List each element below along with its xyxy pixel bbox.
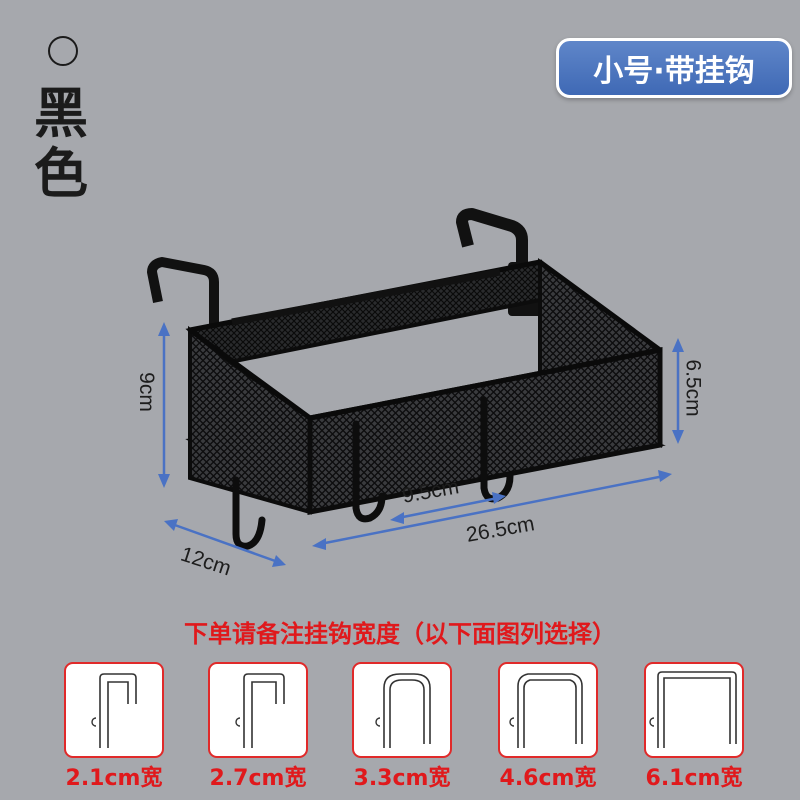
dimension-label-height-left: 9cm — [134, 372, 158, 412]
color-swatch-circle-icon[interactable] — [48, 36, 78, 66]
hook-option-image — [208, 662, 308, 758]
hook-option-label: 3.3cm宽 — [353, 766, 451, 791]
order-note: 下单请备注挂钩宽度（以下面图列选择） — [184, 620, 616, 648]
hook-option-image — [64, 662, 164, 758]
hook-profile-icon — [235, 673, 285, 748]
mesh-basket-product-image — [147, 208, 684, 567]
dimension-arrows — [158, 322, 684, 567]
hook-option-image — [644, 662, 744, 758]
hook-option-image — [352, 662, 452, 758]
hook-profile-icon — [649, 671, 737, 748]
size-badge: 小号·带挂钩 — [556, 38, 792, 98]
hook-option-image — [498, 662, 598, 758]
hook-profile-icon — [509, 673, 583, 748]
hook-option-label: 4.6cm宽 — [499, 766, 597, 791]
color-name: 黑色 — [34, 82, 88, 205]
hook-width-options: 2.1cm宽 2.7cm宽 3.3cm宽 4.6cm宽 — [0, 662, 800, 792]
hook-option-label: 2.7cm宽 — [209, 766, 307, 791]
hook-profile-icon — [375, 673, 431, 748]
hook-option-label: 2.1cm宽 — [65, 766, 163, 791]
hook-option-label: 6.1cm宽 — [645, 766, 743, 791]
hook-profile-icon — [91, 673, 137, 748]
dimension-label-height-right: 6.5cm — [681, 359, 705, 417]
